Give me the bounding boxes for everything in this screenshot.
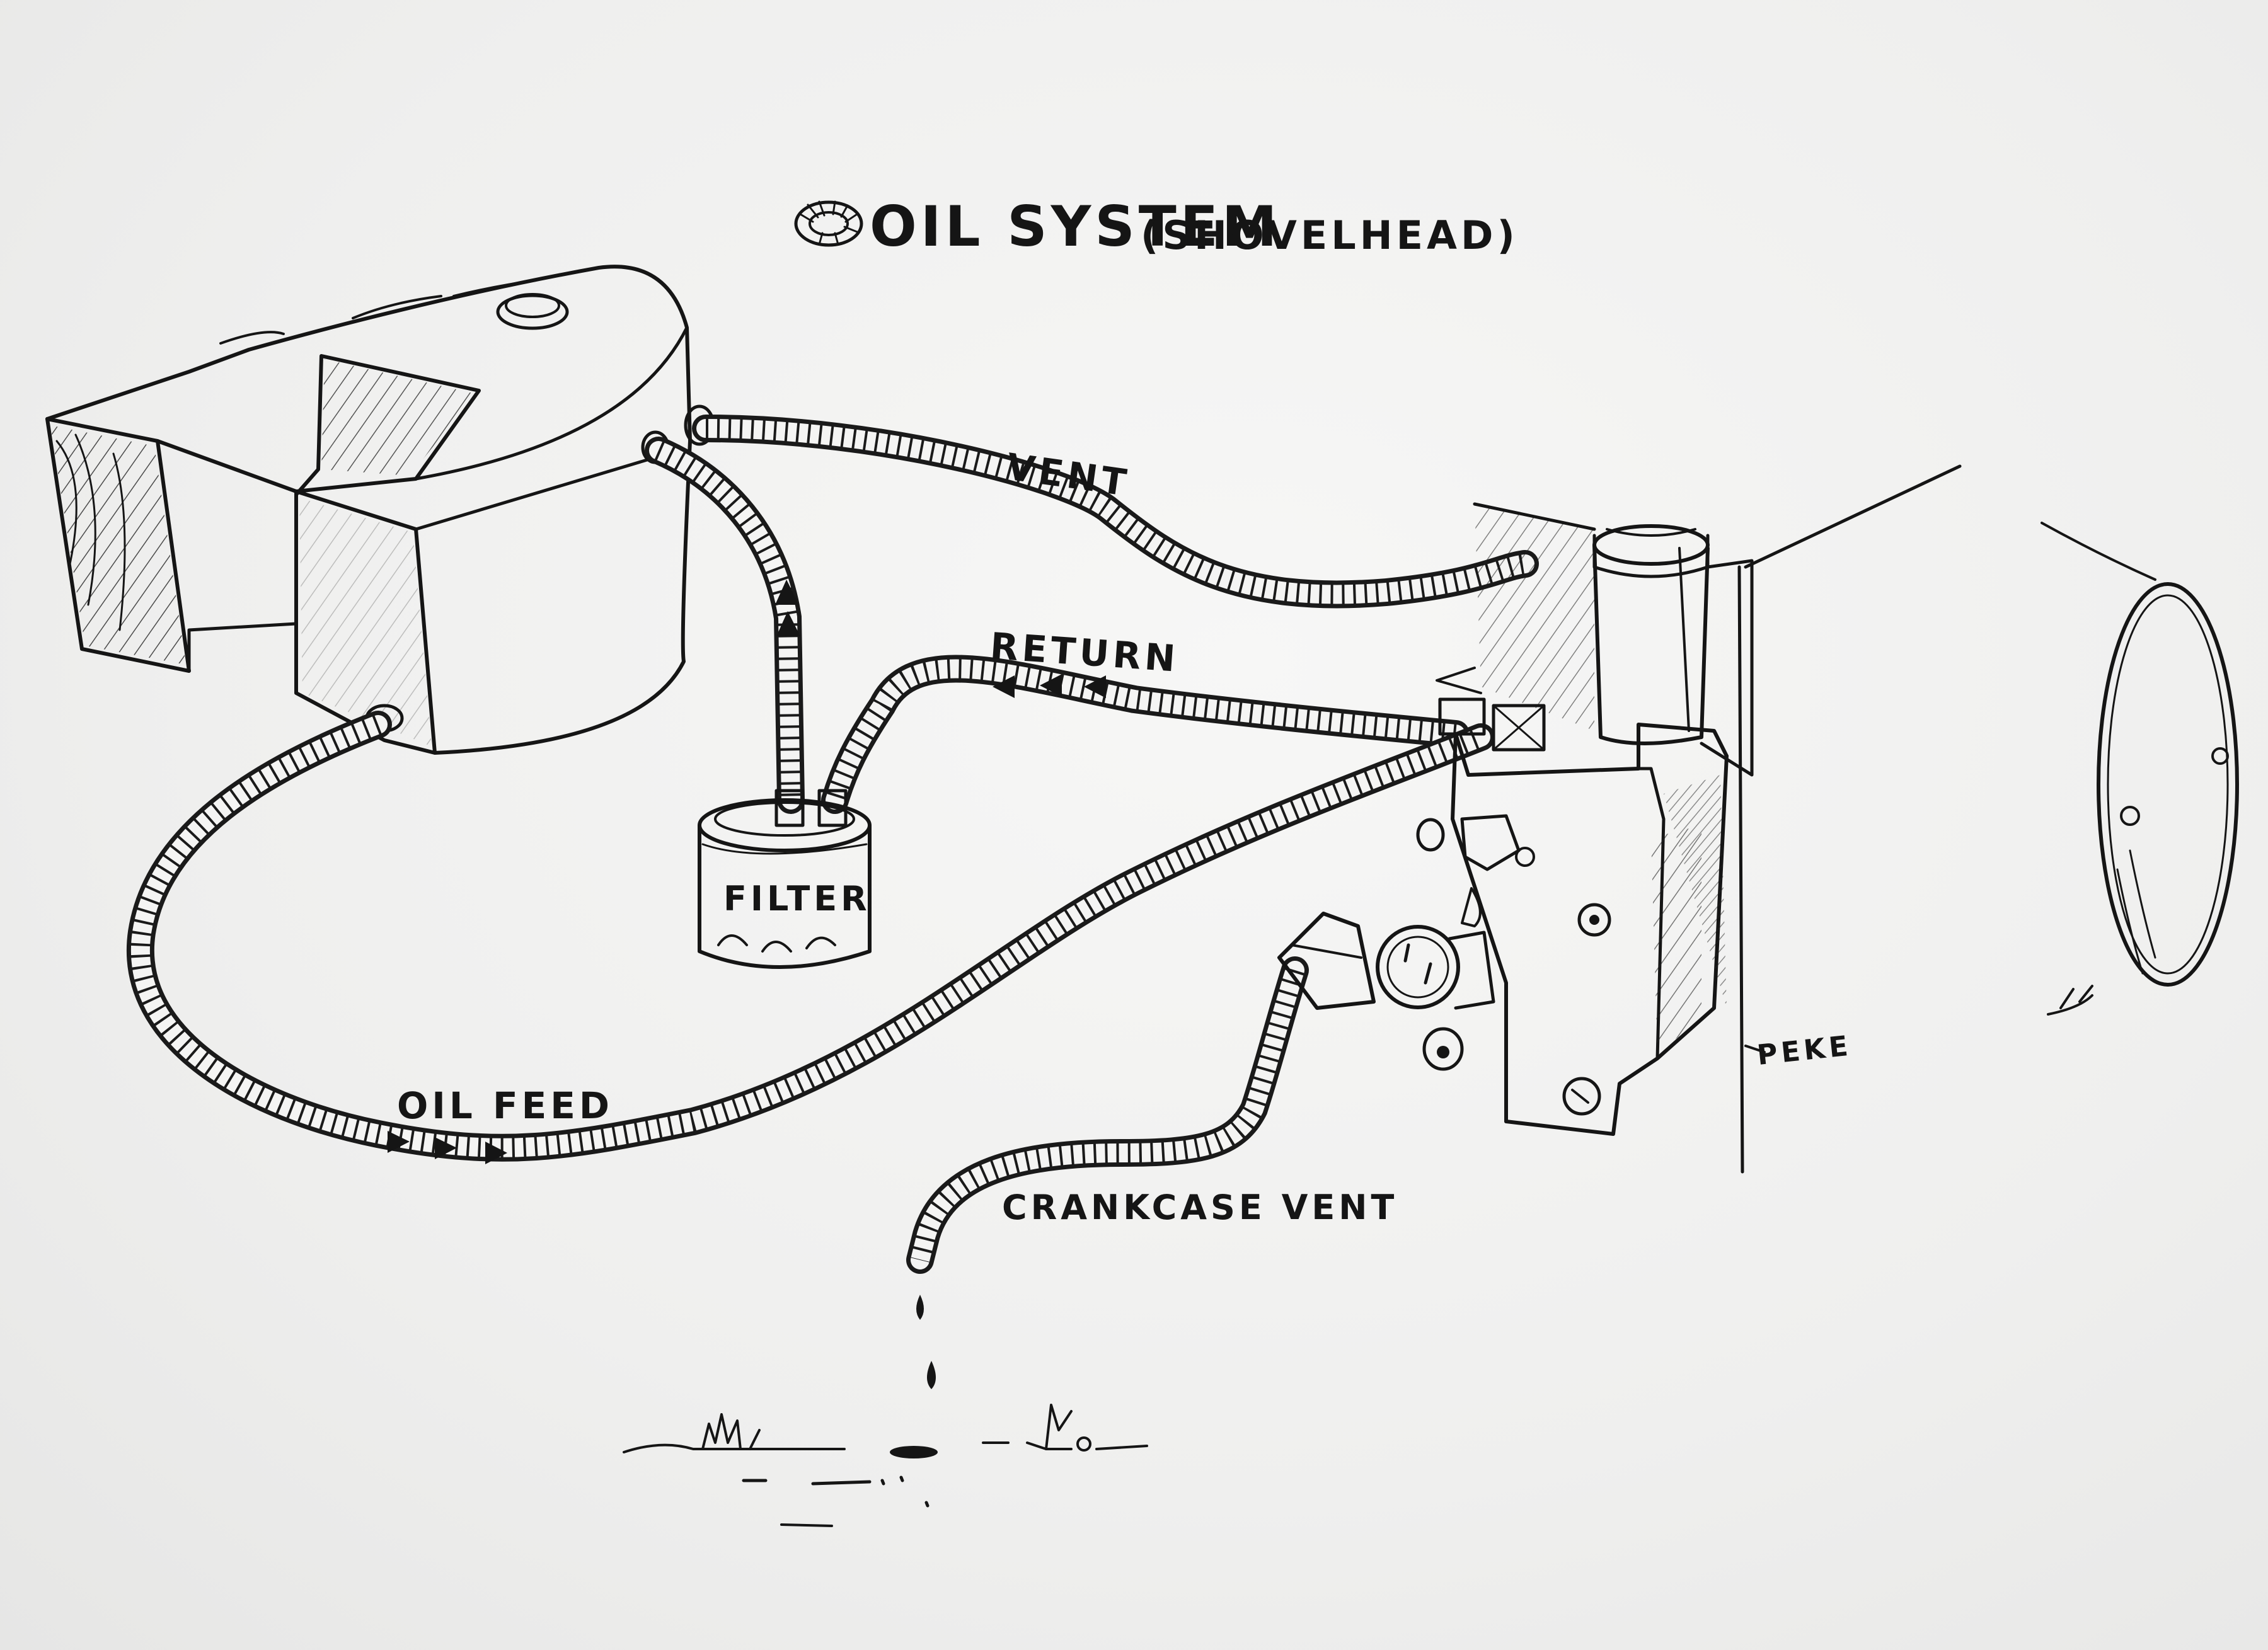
return-hose (821, 655, 1470, 814)
peke-signature: PEKE (1756, 1029, 1853, 1071)
engine-side (1277, 464, 1962, 1174)
oil-drips (916, 1295, 936, 1389)
vent-hose (692, 415, 1539, 609)
title-main: OIL SYSTEM (870, 194, 1281, 259)
crankcase-vent-hose (906, 956, 1309, 1274)
oil-feed-label: OIL FEED (397, 1084, 613, 1127)
tank-to-filter-hose (645, 437, 805, 814)
oil-filter (698, 789, 872, 969)
title-subtitle: (SHOVELHEAD) (1141, 212, 1519, 258)
rear-wheel (2041, 522, 2239, 1016)
oil-feed-hose (127, 711, 1495, 1164)
crankcase-vent-label: CRANKCASE VENT (1002, 1188, 1398, 1227)
title-group: OIL SYSTEM (SHOVELHEAD) (794, 194, 1519, 259)
ground-line (623, 1404, 1148, 1527)
oil-title-ornament-icon (794, 200, 863, 247)
vent-label: VENT (1004, 445, 1132, 505)
oil-tank (45, 265, 715, 755)
filter-label: FILTER (723, 879, 871, 919)
